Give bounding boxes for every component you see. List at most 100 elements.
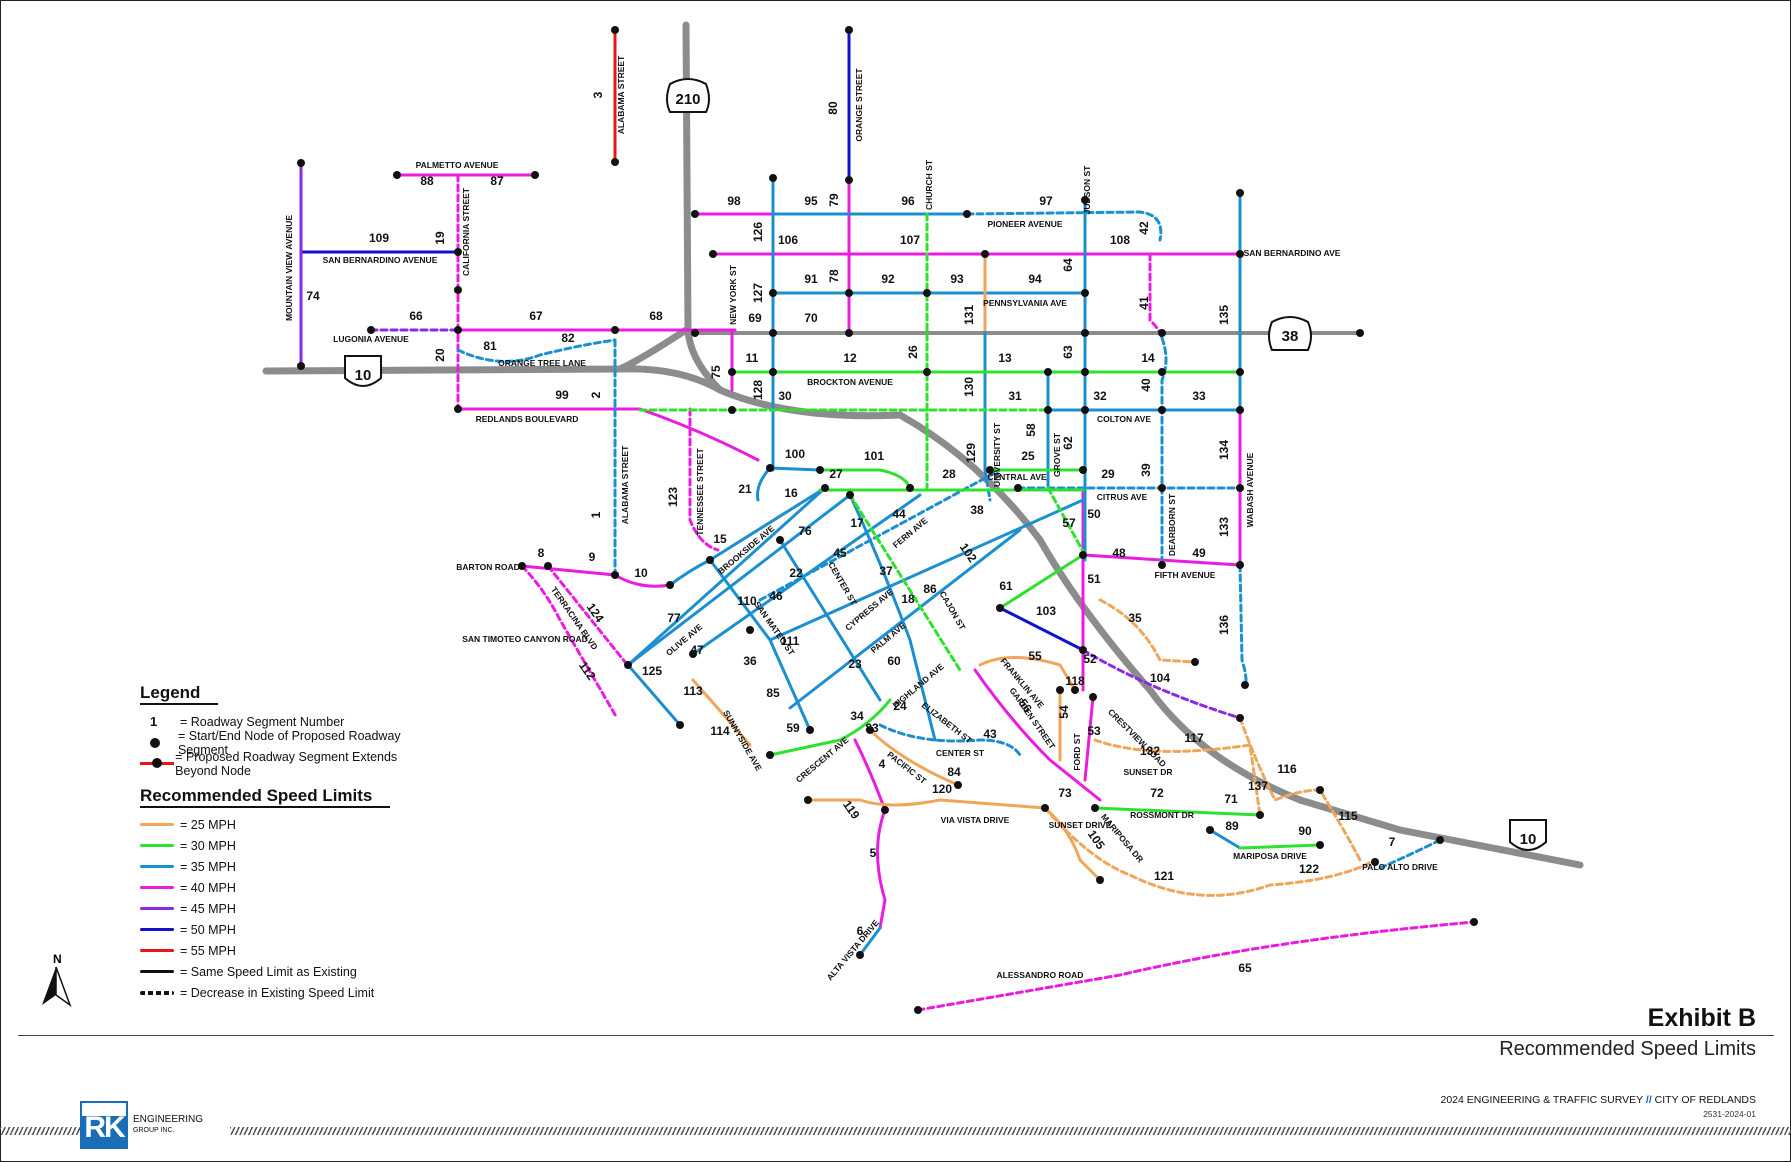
street-name-label: CHURCH ST <box>924 159 934 210</box>
segment-45-46 <box>758 468 1002 602</box>
segment-number-label: 94 <box>1028 272 1042 286</box>
segment-number-label: 128 <box>751 380 765 400</box>
legend-label: = Start/End Node of Proposed Roadway Seg… <box>177 728 401 757</box>
legend-item-extends-beyond: = Proposed Roadway Segment Extends Beyon… <box>140 750 440 778</box>
segment-number-label: 129 <box>964 443 978 463</box>
exhibit-subtitle: Recommended Speed Limits <box>1499 1038 1756 1060</box>
highway-shields: 210 38 10 10 <box>344 78 1547 851</box>
speed-legend-item: = 40 MPH <box>140 877 440 898</box>
segment-number-label: 67 <box>529 309 543 323</box>
street-name-label: PALM AVE <box>869 620 908 655</box>
north-arrow-icon: N <box>42 952 72 1007</box>
segment-39-40 <box>1160 336 1168 567</box>
speed-legend-item: = Decrease in Existing Speed Limit <box>140 982 440 1003</box>
street-name-label: CRESTVIEW ROAD <box>1106 707 1168 769</box>
street-name-label: LUGONIA AVENUE <box>333 334 409 344</box>
speed-legend-label: = Decrease in Existing Speed Limit <box>180 985 375 1000</box>
segment-number-label: 116 <box>1277 762 1297 776</box>
segment-number-label: 14 <box>1141 351 1155 365</box>
segment-number-label: 110 <box>737 594 757 608</box>
speed-legend-item: = 45 MPH <box>140 898 440 919</box>
segment-number-label: 123 <box>666 487 680 507</box>
segment-56 <box>973 668 1102 802</box>
segment-number-label: 28 <box>942 467 956 481</box>
street-name-label: TENNESSEE STREET <box>695 448 705 536</box>
street-name-label: ALABAMA STREET <box>620 445 630 524</box>
street-name-label: JUDSON ST <box>1082 165 1092 214</box>
segment-number-label: 55 <box>1028 649 1042 663</box>
segment-132-117 <box>1093 738 1262 817</box>
legend-title: Legend <box>140 683 219 705</box>
segment-number-label: 16 <box>784 486 798 500</box>
segment-137-116-115 <box>1238 716 1362 862</box>
segment-number-label: 2 <box>589 391 603 398</box>
segment-124 <box>546 564 627 664</box>
segment-number-label: 133 <box>1217 517 1231 537</box>
segment-number-label: 8 <box>538 546 545 560</box>
segment-number-label: 132 <box>1140 744 1160 758</box>
segment-72-71 <box>1093 806 1262 817</box>
logo-line-2: GROUP INC. <box>133 1127 175 1134</box>
segment-number-label: 46 <box>769 589 783 603</box>
segment-89 <box>1208 828 1242 850</box>
segment-number-label: 101 <box>864 449 884 463</box>
street-name-label: PENNSYLVANIA AVE <box>983 298 1067 308</box>
street-name-label: PALMETTO AVENUE <box>416 160 499 170</box>
segment-number-label: 131 <box>962 305 976 325</box>
freeway-10 <box>262 365 1584 869</box>
segment-number-label: 30 <box>778 389 792 403</box>
segment-number-label: 90 <box>1298 824 1312 838</box>
svg-text:10: 10 <box>355 367 372 384</box>
segment-number-label: 75 <box>709 365 723 379</box>
segment-number-label: 76 <box>798 524 812 538</box>
segment-number-label: 125 <box>642 664 662 678</box>
street-name-label: PIONEER AVENUE <box>987 219 1062 229</box>
segment-number-label: 107 <box>900 233 920 247</box>
segment-number-label: 115 <box>1338 809 1358 823</box>
segment-53 <box>1083 695 1095 782</box>
street-name-label: NEW YORK ST <box>728 264 738 325</box>
segment-number-label: 97 <box>1039 194 1053 208</box>
shield-38: 38 <box>1268 316 1312 351</box>
segment-number-label: 59 <box>786 721 800 735</box>
segment-57 <box>1046 486 1087 557</box>
segment-number-label: 53 <box>1087 724 1101 738</box>
segment-60-86 <box>788 528 1022 710</box>
segment-number-label: 21 <box>738 482 752 496</box>
street-name-label: SUNNYSIDE AVE <box>721 708 764 773</box>
speed-legend-label: = 35 MPH <box>180 859 236 874</box>
segment-number-label: 11 <box>746 351 759 365</box>
segment-nodes <box>297 26 1478 1014</box>
segment-61 <box>998 553 1085 610</box>
segment-number-label: 62 <box>1061 436 1075 450</box>
segment-number-label: 88 <box>420 174 434 188</box>
segment-number-label: 12 <box>843 351 857 365</box>
street-name-label: CENTER ST <box>936 748 985 758</box>
speed-swatch <box>140 928 174 931</box>
segment-17-24 <box>848 493 937 742</box>
segment-number-label: 130 <box>962 377 976 397</box>
segment-number-label: 124 <box>584 600 607 625</box>
segment-number-label: 78 <box>827 269 841 283</box>
segment-number-label: 47 <box>690 643 704 657</box>
segment-number-label: 72 <box>1150 786 1164 800</box>
segment-number-label: 105 <box>1085 827 1108 852</box>
segment-number-label: 43 <box>983 727 997 741</box>
street-name-label: CRESCENT AVE <box>794 735 851 785</box>
street-name-label: CITRUS AVE <box>1097 492 1148 502</box>
segment-number-label: 49 <box>1192 546 1206 560</box>
speed-legend-label: = 50 MPH <box>180 922 236 937</box>
segment-55-118 <box>978 656 1077 692</box>
segment-number-label: 118 <box>1065 674 1085 688</box>
segment-number-label: 27 <box>829 467 843 481</box>
segment-number-label: 5 <box>870 846 877 860</box>
street-name-label: ALTA VISTA DRIVE <box>824 918 881 983</box>
segment-number-label: 45 <box>833 546 847 560</box>
segment-8-10 <box>520 564 672 588</box>
segment-number-label: 104 <box>1150 671 1170 685</box>
speed-swatch <box>140 865 174 868</box>
segment-number-label: 68 <box>649 309 663 323</box>
street-name-label: BARTON ROAD <box>456 562 520 572</box>
extends-beyond-node-icon <box>140 758 174 768</box>
